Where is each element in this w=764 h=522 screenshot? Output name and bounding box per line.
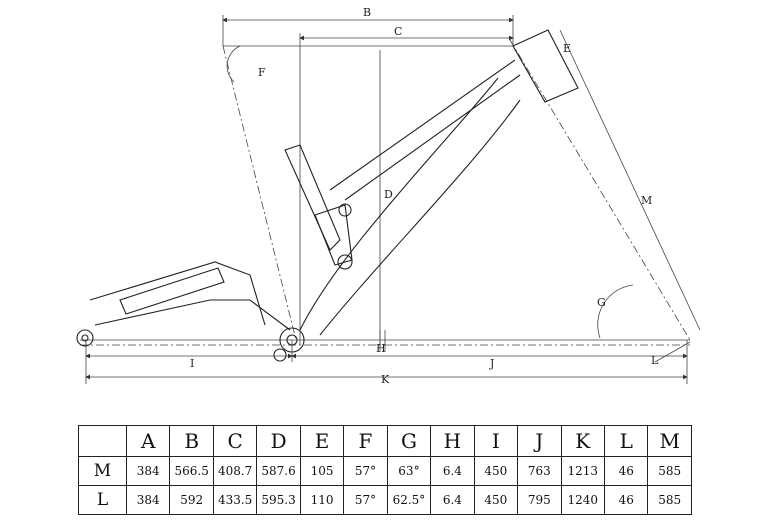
table-cell: 763	[517, 456, 562, 486]
table-cell: 57°	[343, 485, 388, 515]
geometry-table: A B C D E F G H I J K L M M 384 566.5 40…	[78, 425, 692, 515]
label-m: M	[641, 194, 652, 207]
label-i: I	[190, 357, 194, 370]
label-d: D	[384, 188, 393, 201]
header-cell: D	[256, 425, 301, 457]
header-cell: A	[125, 425, 171, 457]
table-cell: 6.4	[430, 456, 475, 486]
dimension-letters: B C D E F G H I J K L M	[190, 6, 659, 386]
header-cell: M	[647, 425, 692, 457]
table-header-row: A B C D E F G H I J K L M	[78, 425, 692, 457]
header-cell: F	[343, 425, 388, 457]
label-e: E	[563, 42, 571, 55]
header-cell: G	[386, 425, 432, 457]
table-cell: 450	[473, 456, 519, 486]
table-cell: 384	[125, 456, 171, 486]
dimension-lines	[80, 15, 701, 384]
table-cell: 63°	[386, 456, 432, 486]
size-label: M	[78, 456, 127, 486]
table-cell: 46	[603, 485, 649, 515]
table-cell: 592	[169, 485, 214, 515]
header-cell: H	[430, 425, 475, 457]
table-cell: 57°	[343, 456, 388, 486]
size-label: L	[78, 485, 127, 515]
header-cell: I	[473, 425, 519, 457]
table-cell: 450	[473, 485, 519, 515]
table-cell: 585	[647, 485, 692, 515]
header-cell: C	[212, 425, 258, 457]
table-cell: 595.3	[256, 485, 301, 515]
table-row: M 384 566.5 408.7 587.6 105 57° 63° 6.4 …	[78, 456, 692, 486]
label-f: F	[258, 66, 266, 79]
table-cell: 46	[603, 456, 649, 486]
table-cell: 62.5°	[386, 485, 432, 515]
header-cell: B	[169, 425, 214, 457]
label-h: H	[376, 342, 386, 355]
label-l: L	[651, 354, 659, 367]
header-cell: L	[603, 425, 649, 457]
label-j: J	[489, 357, 494, 370]
table-cell: 566.5	[169, 456, 214, 486]
table-cell: 408.7	[212, 456, 258, 486]
table-cell: 433.5	[212, 485, 258, 515]
table-cell: 1213	[560, 456, 605, 486]
header-cell: J	[517, 425, 562, 457]
label-c: C	[394, 25, 402, 38]
label-k: K	[381, 373, 390, 386]
table-cell: 6.4	[430, 485, 475, 515]
table-cell: 585	[647, 456, 692, 486]
table-cell: 110	[299, 485, 345, 515]
table-cell: 1240	[560, 485, 605, 515]
table-cell: 587.6	[256, 456, 301, 486]
label-b: B	[363, 6, 371, 19]
header-cell: K	[560, 425, 605, 457]
table-cell: 384	[125, 485, 171, 515]
table-cell: 105	[299, 456, 345, 486]
bike-frame	[76, 29, 579, 362]
label-g: G	[597, 296, 606, 309]
header-cell: E	[299, 425, 345, 457]
header-cell	[78, 425, 127, 457]
table-cell: 795	[517, 485, 562, 515]
table-row: L 384 592 433.5 595.3 110 57° 62.5° 6.4 …	[78, 485, 692, 515]
frame-geometry-drawing: B C D E F G H I J K L M	[76, 6, 701, 386]
